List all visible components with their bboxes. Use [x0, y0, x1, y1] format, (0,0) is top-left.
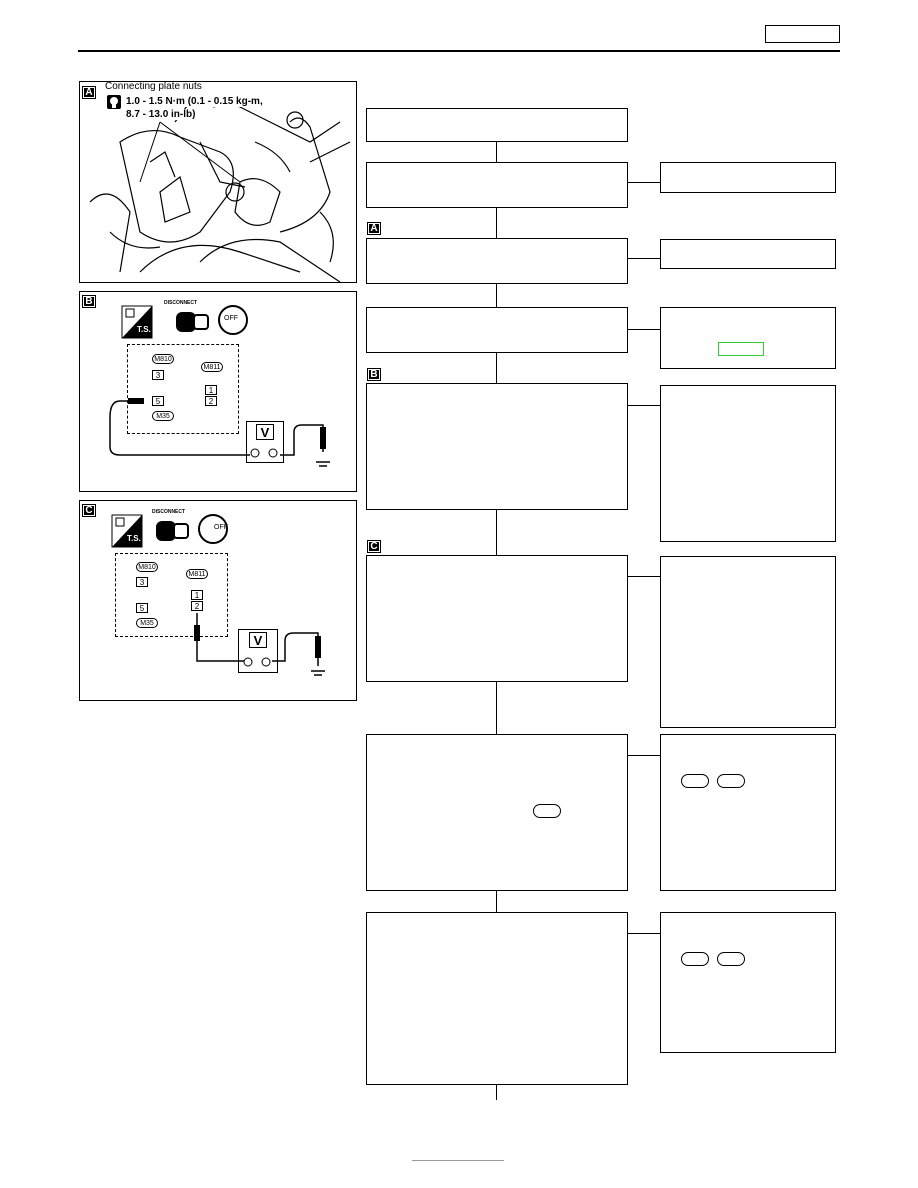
flow-tag-a: A	[367, 222, 381, 235]
flow-step-7	[366, 734, 628, 891]
flow-result-8	[660, 912, 836, 1053]
figure-b-icons	[121, 305, 248, 339]
figure-a-panel	[79, 81, 357, 283]
flow-result-7-ref-badge-1[interactable]	[681, 774, 709, 788]
figure-c-voltmeter-label: V	[249, 632, 267, 648]
figure-b-connector-m810: M810	[152, 354, 174, 364]
torque-spec-line1: 1.0 - 1.5 N·m (0.1 - 0.15 kg-m,	[126, 96, 263, 107]
figure-b-wiring	[109, 398, 330, 467]
figure-b-harness-area	[127, 344, 239, 434]
flow-step-5	[366, 383, 628, 510]
figure-b-pin-1: 1	[205, 385, 217, 395]
flow-connector	[496, 1085, 497, 1100]
flow-step-2	[366, 162, 628, 208]
flow-connector	[496, 682, 497, 734]
flow-connector	[496, 208, 497, 238]
figure-c-pin-1: 1	[191, 590, 203, 600]
figure-a-tag: A	[82, 86, 96, 99]
torque-wrench-icon	[107, 95, 121, 109]
figure-c-wiring	[194, 613, 325, 676]
flow-result-2	[660, 162, 836, 193]
figure-c-connector-m35: M35	[136, 618, 158, 628]
flow-tag-b: B	[367, 368, 381, 381]
flow-connector	[496, 142, 497, 162]
flow-branch-line	[628, 405, 660, 406]
figure-b-pin-2: 2	[205, 396, 217, 406]
flow-connector	[496, 510, 497, 555]
footer-rule	[412, 1160, 504, 1161]
flow-result-8-ref-badge-2[interactable]	[717, 952, 745, 966]
flow-branch-line	[628, 755, 660, 756]
figure-c-panel: T.S. DISCONNECT OFF M810 3 5 M35 M811 1 …	[79, 500, 357, 701]
flow-result-7-ref-badge-2[interactable]	[717, 774, 745, 788]
figure-b-pin-5: 5	[152, 396, 164, 406]
flow-branch-line	[628, 182, 660, 183]
figure-b-connector-m811: M811	[201, 362, 223, 372]
flow-result-6	[660, 556, 836, 728]
figure-c-connector-m810: M810	[136, 562, 158, 572]
figure-c-pin-5: 5	[136, 603, 148, 613]
header-page-ref-box	[765, 25, 840, 43]
figure-b-voltmeter	[246, 421, 284, 463]
figure-b-voltmeter-label: V	[256, 424, 274, 440]
flow-result-7	[660, 734, 836, 891]
header-rule	[78, 50, 840, 52]
figure-b-off-label: OFF	[224, 315, 238, 322]
flow-result-4-highlight-link[interactable]	[718, 342, 764, 356]
figure-b-disconnect-label: DISCONNECT	[164, 300, 198, 306]
figure-c-pin-2: 2	[191, 601, 203, 611]
figure-c-connector-m811: M811	[186, 569, 208, 579]
flow-result-4	[660, 307, 836, 369]
figure-c-tag: C	[82, 504, 96, 517]
figure-b-ts-label: T.S.	[137, 325, 151, 334]
figure-c-off-label: OFF	[214, 524, 228, 531]
figure-c-disconnect-label: DISCONNECT	[152, 509, 186, 515]
flow-connector	[496, 284, 497, 307]
flow-result-3	[660, 239, 836, 269]
flow-connector	[496, 891, 497, 912]
flow-branch-line	[628, 933, 660, 934]
figure-b-panel: T.S. DISCONNECT OFF M810 3 5 M35 M811 1 …	[79, 291, 357, 492]
figure-b-pin-3: 3	[152, 370, 164, 380]
figure-c-icons	[111, 514, 228, 548]
figure-a-caption: Connecting plate nuts	[105, 81, 202, 92]
flow-step-7-reference-badge[interactable]	[533, 804, 561, 818]
flow-step-4	[366, 307, 628, 353]
flow-branch-line	[628, 576, 660, 577]
flow-result-5	[660, 385, 836, 542]
flow-step-8	[366, 912, 628, 1085]
figure-c-ts-label: T.S.	[127, 534, 141, 543]
flow-step-3	[366, 238, 628, 284]
flow-tag-c: C	[367, 540, 381, 553]
figure-c-voltmeter	[238, 629, 278, 673]
flow-connector	[496, 353, 497, 383]
flow-step-1	[366, 108, 628, 142]
flow-step-6	[366, 555, 628, 682]
flow-branch-line	[628, 258, 660, 259]
figure-c-pin-3: 3	[136, 577, 148, 587]
figure-b-connector-m35: M35	[152, 411, 174, 421]
flow-branch-line	[628, 329, 660, 330]
figure-a-illustration	[89, 101, 351, 282]
torque-spec-line2: 8.7 - 13.0 in-lb)	[126, 109, 196, 120]
flow-result-8-ref-badge-1[interactable]	[681, 952, 709, 966]
figure-c-harness-area	[115, 553, 228, 637]
figure-b-tag: B	[82, 295, 96, 308]
